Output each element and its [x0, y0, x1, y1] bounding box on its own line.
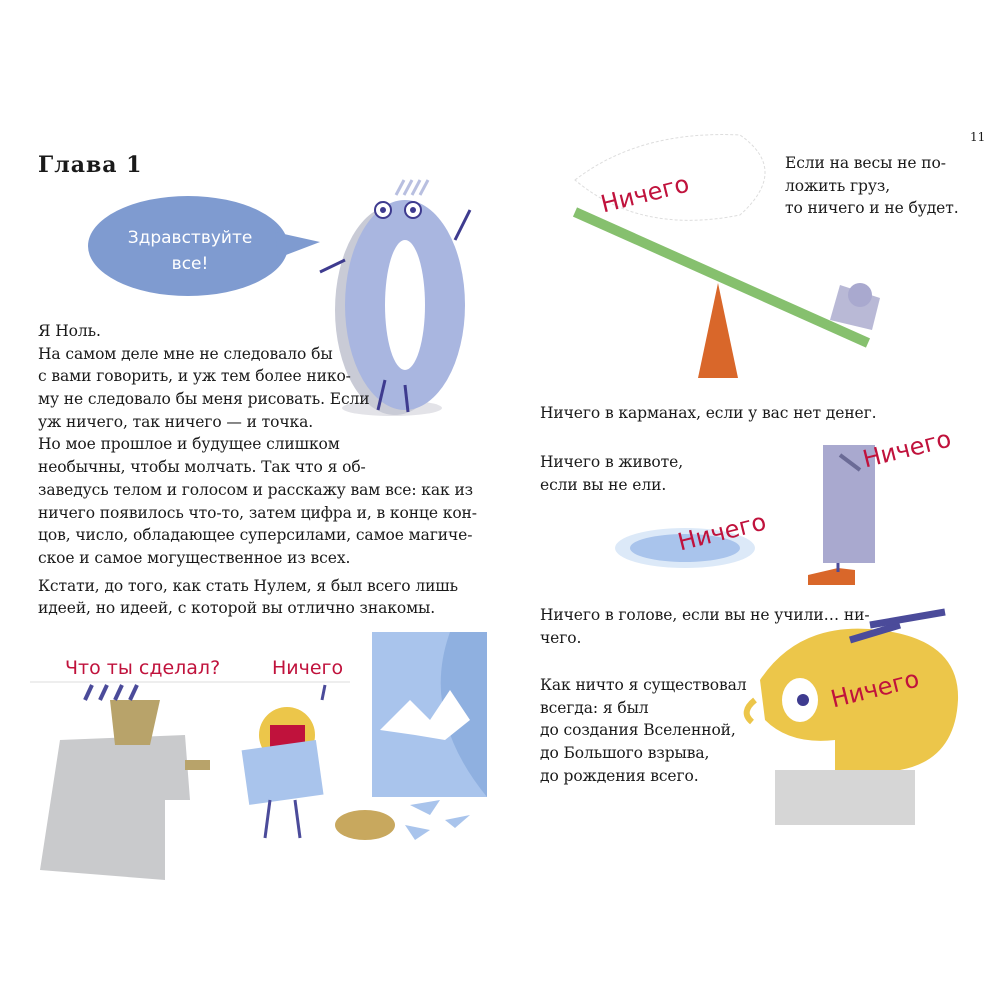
greeting-bubble-text: Здравствуйте все! [127, 228, 253, 274]
speech-bubble [88, 196, 320, 296]
seesaw-illustration [572, 134, 880, 378]
intro-paragraph: Я Ноль. На самом деле мне не следовало б… [38, 322, 477, 618]
zero-character [319, 179, 472, 416]
always-text: Как ничто я существовал всегда: я был до… [540, 676, 747, 785]
scale-text: Если на весы не по- ложить груз, то ниче… [785, 154, 959, 218]
chapter-title: Глава 1 [38, 152, 143, 178]
pockets-text: Ничего в карманах, если у вас нет денег. [540, 404, 877, 422]
belly-text: Ничего в животе, если вы не ели. [540, 453, 684, 494]
comic-question: Что ты сделал? [65, 657, 221, 679]
belly-illustration [615, 445, 875, 585]
comic-answer: Ничего [272, 657, 344, 679]
page-number: 11 [970, 130, 986, 144]
head-text: Ничего в голове, если вы не учили… ни- ч… [540, 606, 870, 647]
comic-illustration [30, 632, 487, 880]
head-illustration [743, 608, 959, 825]
